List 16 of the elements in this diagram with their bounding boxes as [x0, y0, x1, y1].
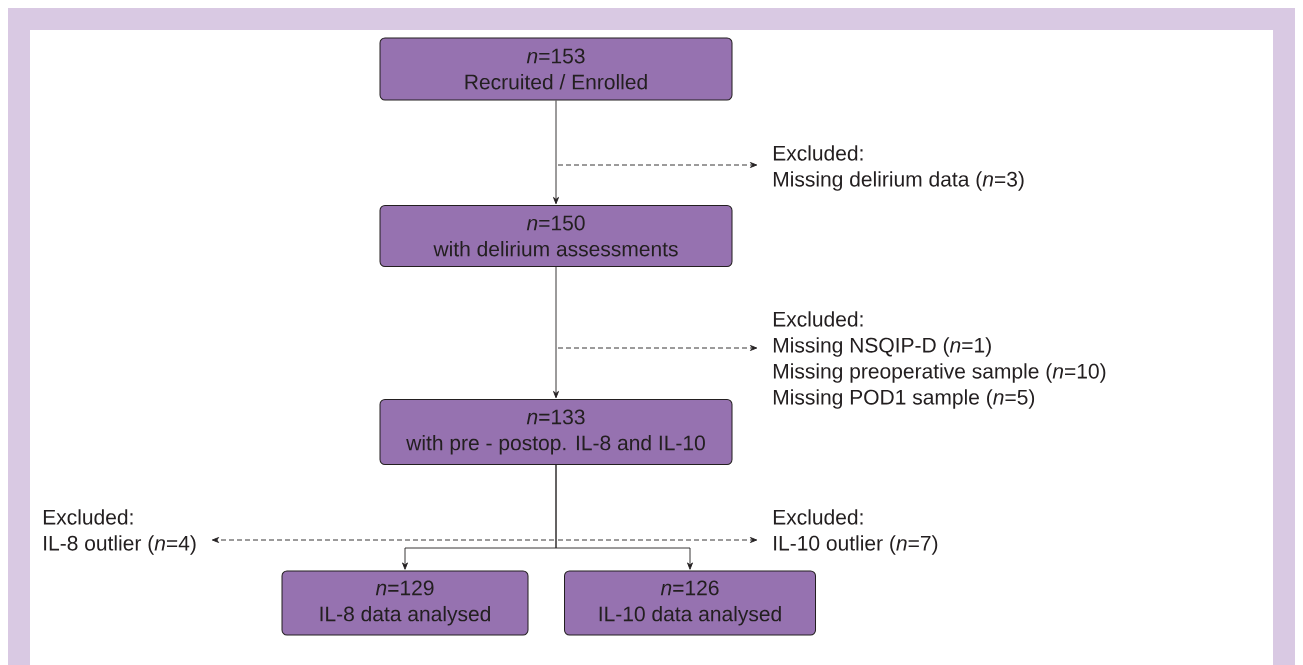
process-box: n=133 with pre - postop. IL-8 and IL-10 — [379, 399, 733, 465]
exclusion-note: Excluded: IL-8 outlier (n=4) — [43, 509, 196, 555]
arrow — [553, 266, 559, 399]
process-box: n=150 with delirium assessments — [379, 205, 733, 267]
process-box: n=129 IL-8 data analysed — [281, 570, 529, 636]
arrow — [557, 537, 758, 543]
exclusion-note: Excluded: Missing delirium data (n=3) — [773, 145, 1024, 191]
arrow — [553, 100, 559, 205]
process-box: n=126 IL-10 data analysed — [564, 570, 816, 636]
exclusion-note: Excluded: IL-10 outlier (n=7) — [773, 509, 938, 555]
exclusion-note: Excluded: Missing NSQIP-D (n=1) Missing preoperative sample (n=10) Missing POD1 sample (n=5) — [773, 311, 1106, 409]
arrow — [211, 537, 555, 543]
arrow — [557, 162, 758, 168]
process-box: n=153 Recruited / Enrolled — [379, 37, 733, 101]
arrow — [557, 345, 758, 351]
arrow — [555, 464, 693, 570]
